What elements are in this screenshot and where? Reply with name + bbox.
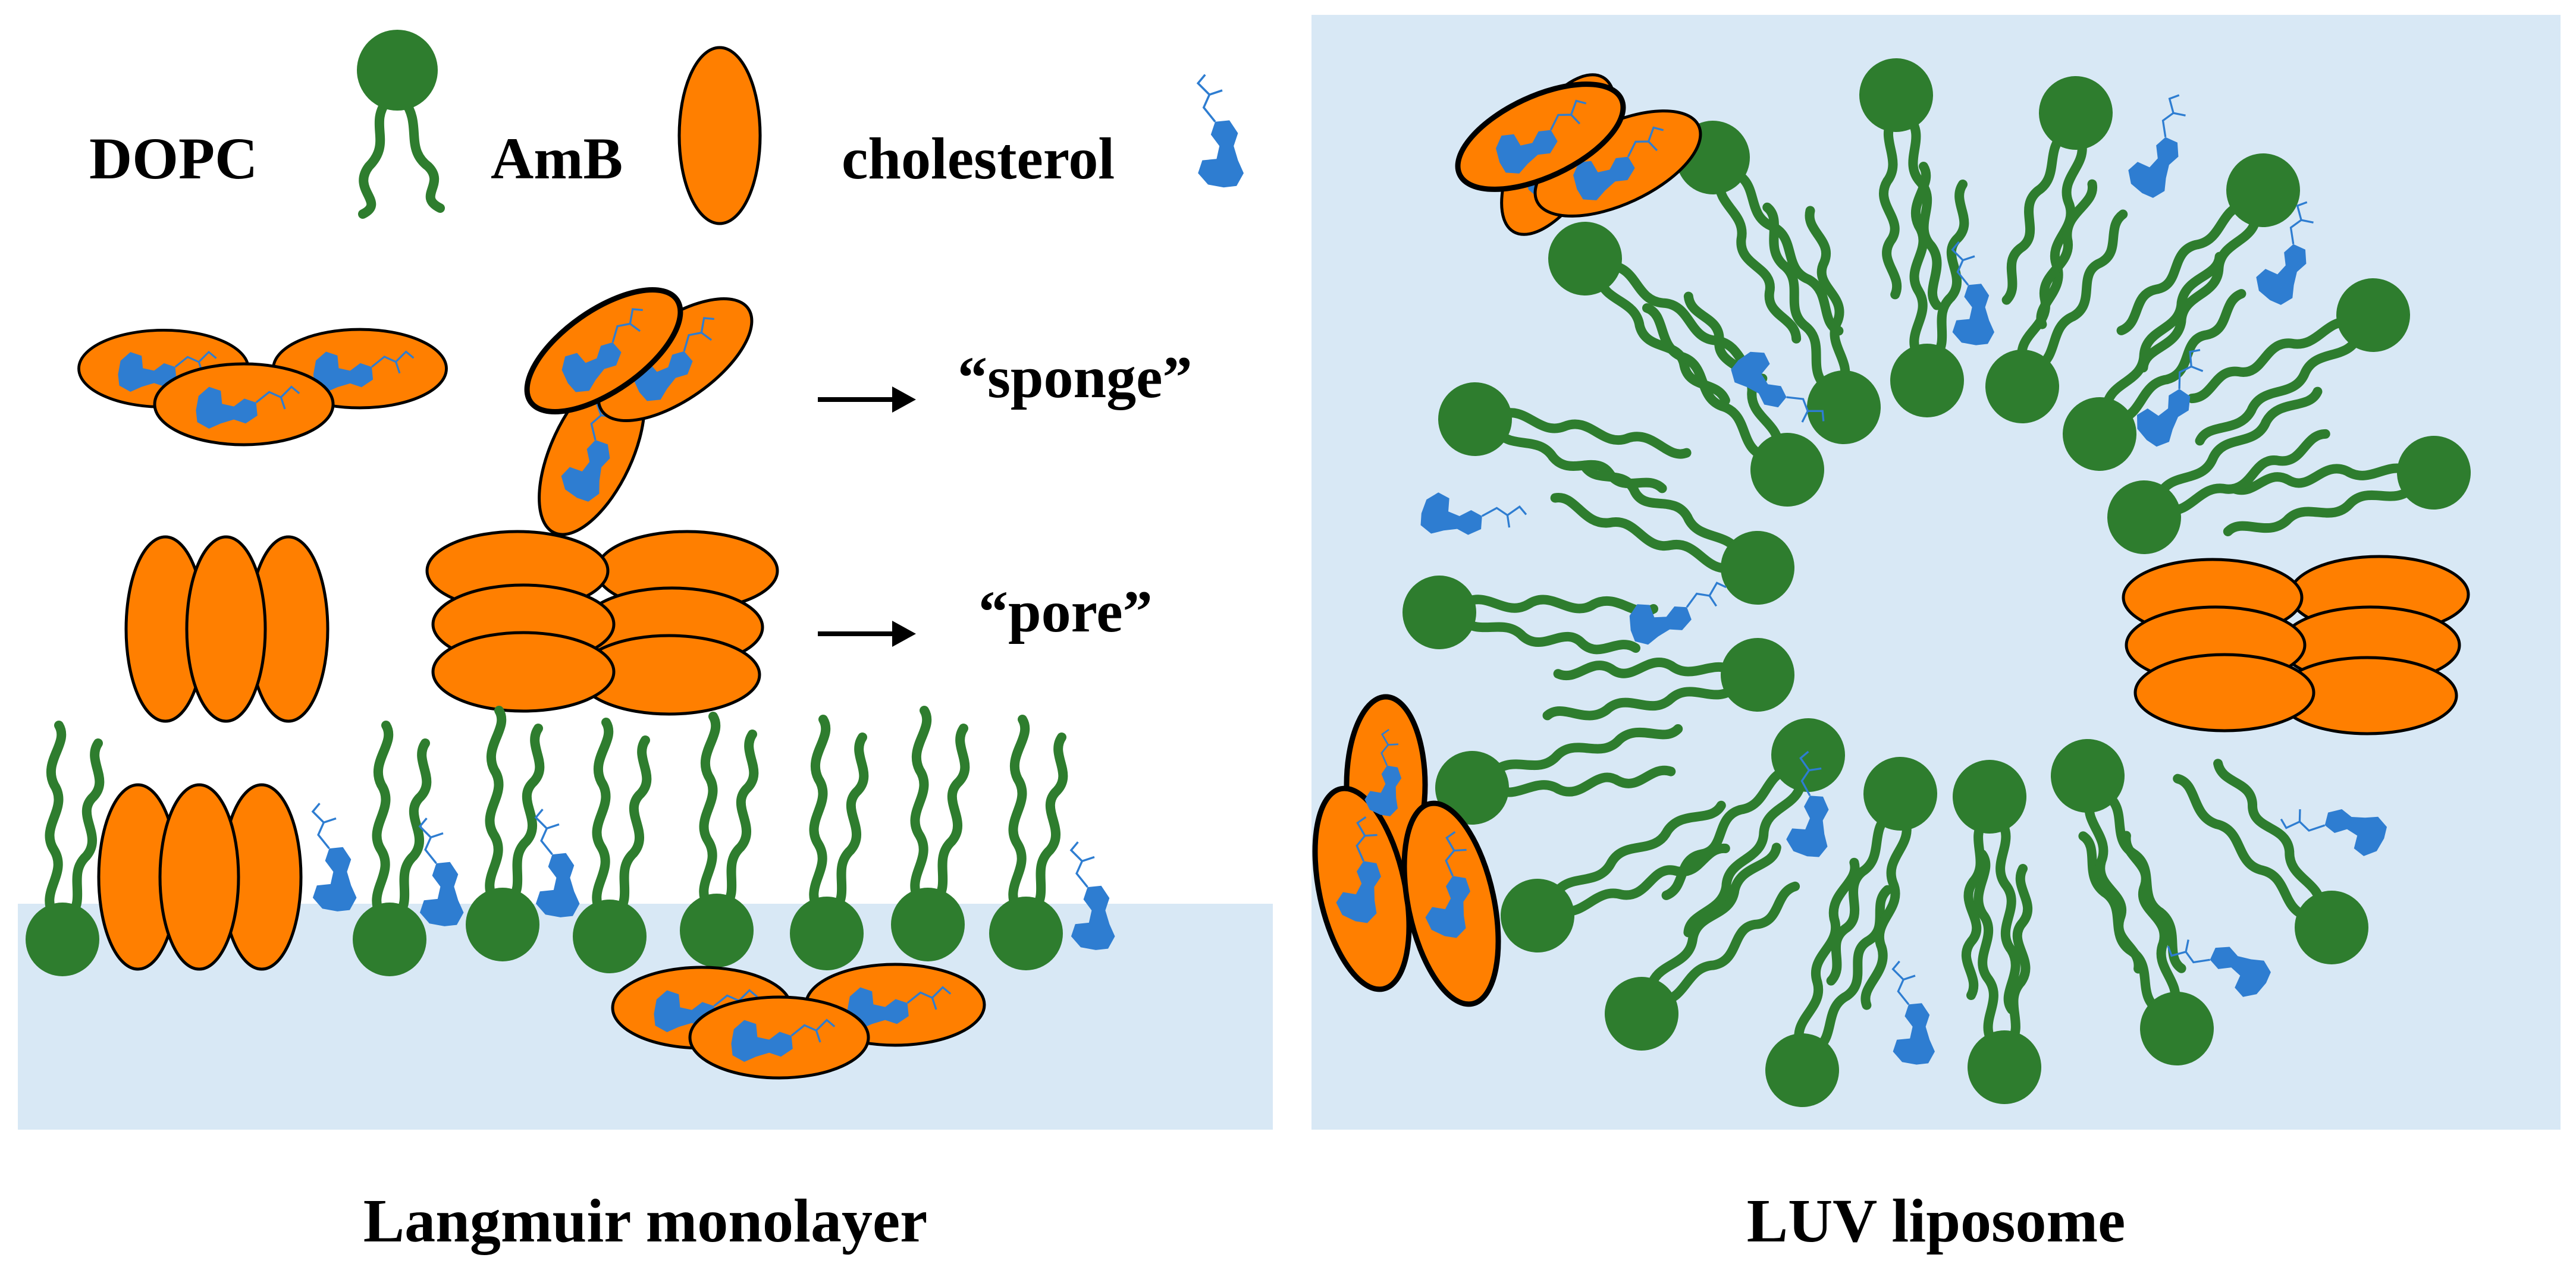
sponge-tilted-cluster [507, 266, 771, 549]
sponge-arrow [818, 386, 916, 413]
dopc-legend-icon [357, 30, 445, 219]
right-panel: LUV liposome [1311, 15, 2561, 1255]
legend: DOPC AmB cholesterol [89, 30, 1245, 225]
left-panel: DOPC AmB cholesterol [18, 30, 1273, 1255]
pore-label: “pore” [978, 579, 1153, 644]
left-caption: Langmuir monolayer [363, 1187, 928, 1255]
pore-arrow [818, 621, 916, 647]
amb-legend-icon [677, 46, 762, 225]
monolayer-pore [97, 783, 303, 971]
pore-vertical-cluster [124, 535, 330, 723]
pore-stacked-cluster [425, 530, 779, 716]
cholesterol-legend-icon [1197, 73, 1245, 189]
liposome-sponge-left [1312, 694, 1501, 1007]
sponge-flat-cluster [79, 329, 447, 445]
legend-cholesterol-label: cholesterol [842, 125, 1115, 191]
legend-dopc-label: DOPC [89, 125, 258, 191]
liposome-pore [2122, 555, 2470, 735]
sponge-label: “sponge” [958, 344, 1193, 410]
right-caption: LUV liposome [1747, 1187, 2126, 1255]
legend-amb-label: AmB [491, 125, 623, 191]
